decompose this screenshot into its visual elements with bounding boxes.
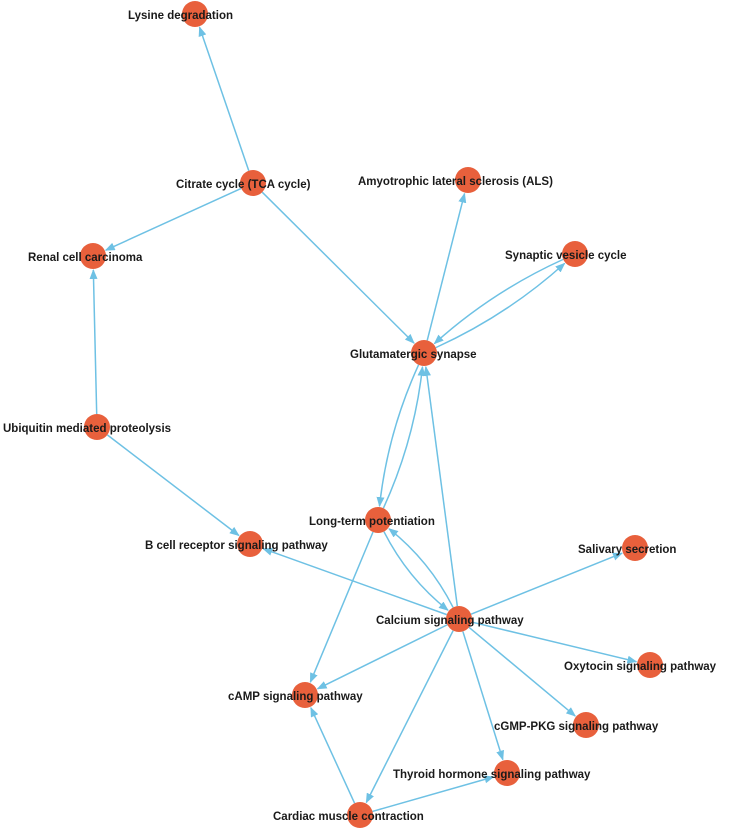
- node-label-ltp: Long-term potentiation: [309, 516, 435, 528]
- node-circle-bcell: [237, 531, 263, 557]
- node-label-renal: Renal cell carcinoma: [28, 252, 143, 264]
- node-glutamatergic: Glutamatergic synapse: [350, 340, 477, 366]
- edge-tca-to-glutamatergic: [261, 191, 415, 344]
- node-circle-oxytocin: [637, 652, 663, 678]
- edge-calcium-to-glutamatergic: [423, 365, 459, 607]
- node-circle-ubiquitin: [84, 414, 110, 440]
- node-label-thyroid: Thyroid hormone signaling pathway: [393, 769, 591, 781]
- edge-calcium-to-salivary: [470, 552, 623, 615]
- node-label-als: Amyotrophic lateral sclerosis (ALS): [358, 176, 553, 188]
- node-bcell: B cell receptor signaling pathway: [145, 531, 328, 557]
- node-circle-cardiac: [347, 802, 373, 828]
- node-ltp: Long-term potentiation: [309, 507, 435, 533]
- node-label-lysine: Lysine degradation: [128, 10, 233, 22]
- node-circle-synaptic: [562, 241, 588, 267]
- node-cardiac: Cardiac muscle contraction: [273, 802, 424, 828]
- node-thyroid: Thyroid hormone signaling pathway: [393, 760, 591, 786]
- node-circle-calcium: [446, 606, 472, 632]
- edge-calcium-to-camp: [316, 624, 448, 690]
- node-label-tca: Citrate cycle (TCA cycle): [176, 179, 311, 191]
- edge-calcium-to-bcell: [262, 548, 448, 616]
- node-salivary: Salivary secretion: [578, 535, 676, 561]
- node-label-oxytocin: Oxytocin signaling pathway: [564, 661, 717, 673]
- node-circle-renal: [80, 243, 106, 269]
- node-calcium: Calcium signaling pathway: [376, 606, 524, 632]
- node-circle-cgmp: [573, 712, 599, 738]
- node-synaptic: Synaptic vesicle cycle: [505, 241, 626, 267]
- edge-glutamatergic-to-als: [426, 192, 467, 341]
- node-ubiquitin: Ubiquitin mediated proteolysis: [3, 414, 171, 440]
- edge-calcium-to-ltp: [388, 528, 454, 608]
- node-circle-salivary: [622, 535, 648, 561]
- edge-ltp-to-camp: [309, 531, 374, 684]
- node-label-camp: cAMP signaling pathway: [228, 691, 363, 703]
- edge-synaptic-to-glutamatergic: [433, 258, 564, 345]
- node-circle-tca: [240, 170, 266, 196]
- edge-glutamatergic-to-ltp: [376, 364, 420, 508]
- node-oxytocin: Oxytocin signaling pathway: [564, 652, 717, 678]
- node-circle-als: [455, 167, 481, 193]
- node-als: Amyotrophic lateral sclerosis (ALS): [358, 167, 553, 193]
- edge-glutamatergic-to-synaptic: [435, 262, 566, 349]
- node-circle-glutamatergic: [411, 340, 437, 366]
- edge-cardiac-to-camp: [310, 706, 356, 804]
- node-tca: Citrate cycle (TCA cycle): [176, 170, 311, 196]
- edge-ubiquitin-to-bcell: [106, 434, 240, 537]
- node-label-glutamatergic: Glutamatergic synapse: [350, 349, 477, 361]
- edges-layer: [89, 26, 638, 813]
- node-lysine: Lysine degradation: [128, 1, 233, 27]
- edge-ltp-to-glutamatergic: [382, 365, 426, 509]
- node-renal: Renal cell carcinoma: [28, 243, 143, 269]
- edge-tca-to-renal: [104, 187, 242, 251]
- edge-calcium-to-oxytocin: [471, 621, 638, 664]
- node-circle-thyroid: [494, 760, 520, 786]
- node-label-salivary: Salivary secretion: [578, 544, 676, 556]
- node-camp: cAMP signaling pathway: [228, 682, 363, 708]
- node-label-synaptic: Synaptic vesicle cycle: [505, 250, 626, 262]
- node-circle-ltp: [365, 507, 391, 533]
- node-label-ubiquitin: Ubiquitin mediated proteolysis: [3, 423, 171, 435]
- node-circle-camp: [292, 682, 318, 708]
- edge-ltp-to-calcium: [383, 531, 449, 611]
- node-label-cardiac: Cardiac muscle contraction: [273, 811, 424, 823]
- edge-ubiquitin-to-renal: [89, 268, 98, 415]
- node-label-bcell: B cell receptor signaling pathway: [145, 540, 328, 552]
- edge-tca-to-lysine: [198, 26, 250, 171]
- node-label-calcium: Calcium signaling pathway: [376, 615, 524, 627]
- edge-cardiac-to-thyroid: [372, 775, 495, 813]
- edge-calcium-to-cardiac: [365, 630, 454, 804]
- node-circle-lysine: [182, 1, 208, 27]
- node-cgmp: cGMP-PKG signaling pathway: [494, 712, 659, 738]
- edge-calcium-to-thyroid: [462, 631, 504, 761]
- node-label-cgmp: cGMP-PKG signaling pathway: [494, 721, 659, 733]
- edge-calcium-to-cgmp: [468, 626, 577, 717]
